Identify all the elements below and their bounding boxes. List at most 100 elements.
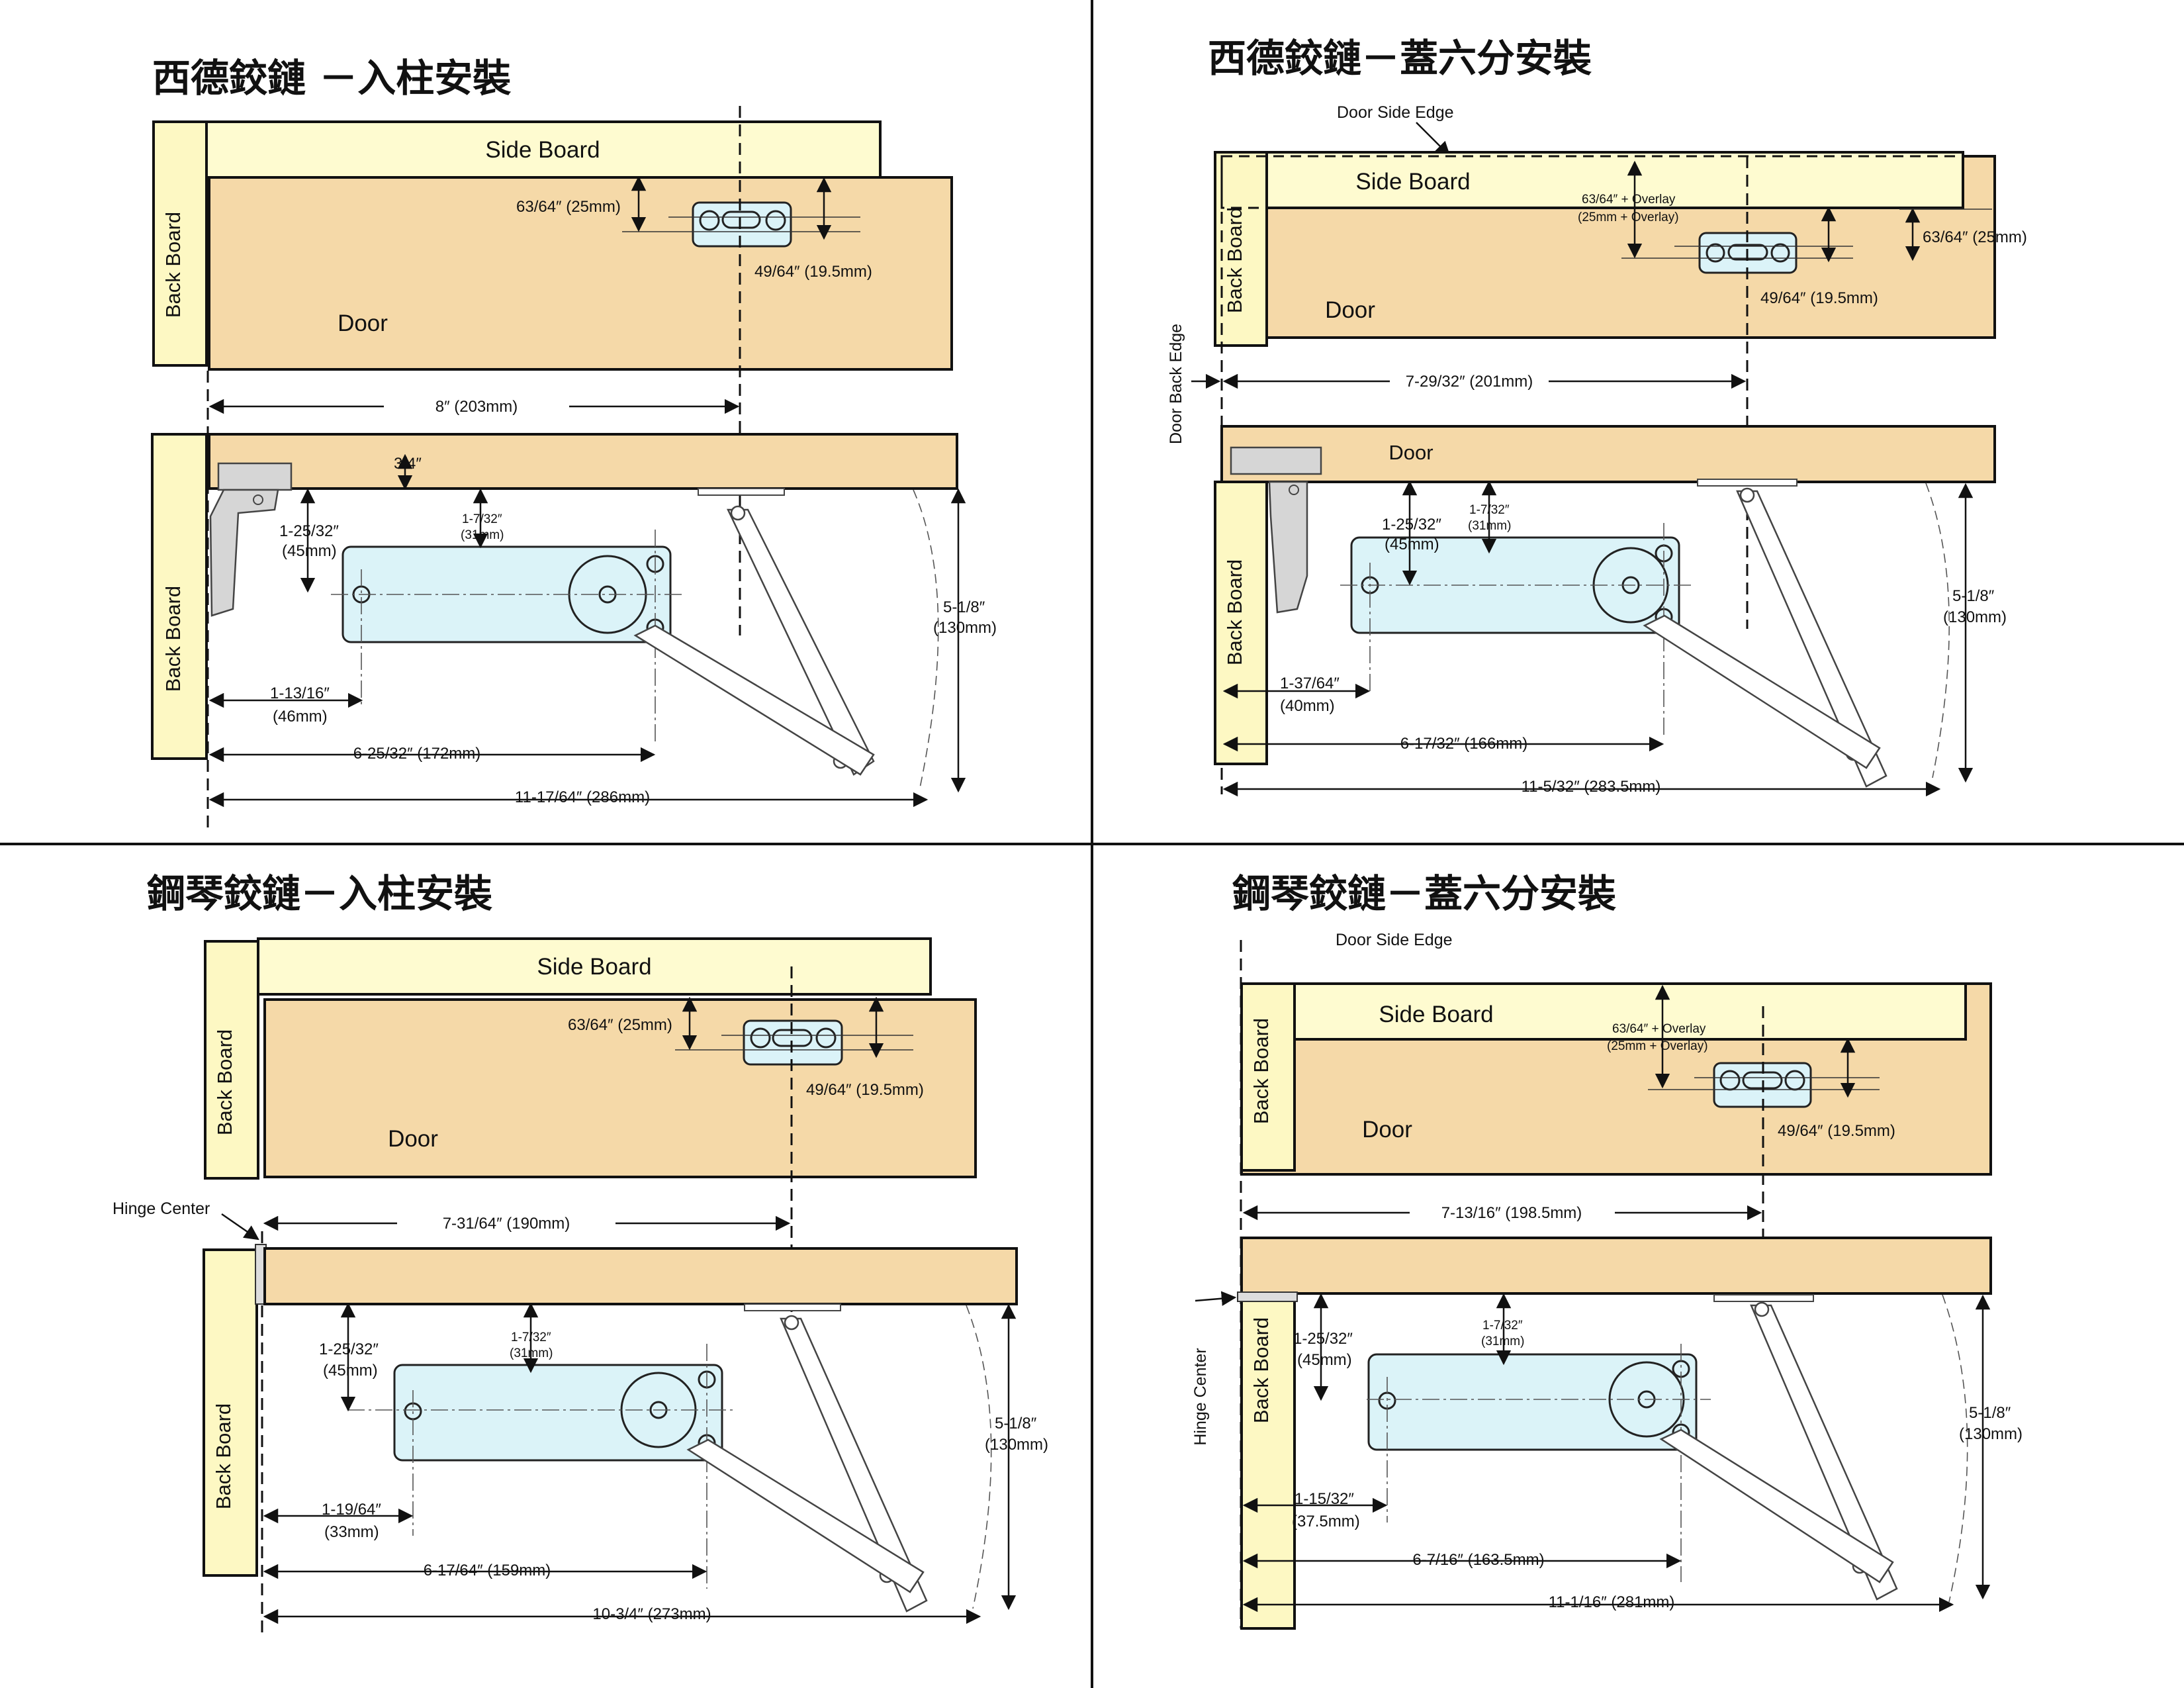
dim-45mm-a: 1-25/32″ bbox=[1293, 1330, 1353, 1348]
back-board-label: Back Board bbox=[213, 1029, 236, 1135]
back-board-side-label: Back Board bbox=[161, 586, 185, 692]
hinge-center-label: Hinge Center bbox=[113, 1199, 210, 1218]
side-board-label: Side Board bbox=[1379, 1002, 1493, 1027]
dim-31mm-a: 1-7/32″ bbox=[462, 512, 502, 526]
door bbox=[263, 998, 977, 1178]
dim-25mm: 63/64″ (25mm) bbox=[1923, 228, 2027, 246]
dim-31mm-a: 1-7/32″ bbox=[511, 1331, 551, 1344]
dim-130mm-b: (130mm) bbox=[1959, 1425, 2023, 1443]
lid-stay-arm bbox=[1643, 479, 1888, 788]
dim-mid: 6-25/32″ (172mm) bbox=[353, 745, 481, 763]
lid-stay-arm bbox=[1659, 1294, 1898, 1601]
dim-overlay-b: (25mm + Overlay) bbox=[1607, 1039, 1708, 1053]
back-board bbox=[1240, 982, 1296, 1172]
dim-130mm-a: 5-1/8″ bbox=[943, 598, 985, 616]
dim-45mm-a: 1-25/32″ bbox=[279, 522, 339, 540]
dim-mid: 6-17/64″ (159mm) bbox=[424, 1562, 551, 1579]
dim-31mm-b: (31mm) bbox=[1481, 1335, 1524, 1348]
lid-stay-plate bbox=[393, 1364, 723, 1462]
back-board-side bbox=[1240, 1296, 1296, 1630]
dim-25mm: 63/64″ (25mm) bbox=[516, 198, 621, 216]
dim-31mm-a: 1-7/32″ bbox=[1482, 1319, 1523, 1333]
panel-title: 鋼琴鉸鏈－蓋六分安裝 bbox=[1232, 871, 1617, 916]
dim-overlay-a: 63/64″ + Overlay bbox=[1612, 1022, 1706, 1036]
back-board-side bbox=[203, 1248, 258, 1577]
dim-overlay-a: 63/64″ + Overlay bbox=[1582, 193, 1676, 207]
panel-title: 西德鉸鏈 －入柱安裝 bbox=[152, 56, 512, 101]
dim-45mm-b: (45mm) bbox=[1385, 536, 1439, 553]
dim-31mm-a: 1-7/32″ bbox=[1469, 503, 1510, 517]
door-side-edge-label: Door Side Edge bbox=[1336, 931, 1453, 949]
door-side-label: Door bbox=[1388, 441, 1433, 464]
dim-45mm-a: 1-25/32″ bbox=[319, 1340, 379, 1358]
back-board-side bbox=[151, 433, 208, 760]
dim-130mm-b: (130mm) bbox=[985, 1436, 1048, 1454]
dim-45mm-b: (45mm) bbox=[323, 1362, 378, 1380]
door-label: Door bbox=[1325, 297, 1375, 323]
back-board-side bbox=[1214, 481, 1268, 765]
door-label: Door bbox=[1362, 1117, 1412, 1143]
back-board-side-label: Back Board bbox=[212, 1403, 235, 1509]
panel-title: 西德鉸鏈－蓋六分安裝 bbox=[1208, 36, 1592, 81]
dim-offset-a: 1-15/32″ bbox=[1295, 1490, 1354, 1508]
hinge-cup bbox=[743, 1019, 843, 1066]
side-board-label: Side Board bbox=[1355, 169, 1470, 195]
dim-width: 7-13/16″ (198.5mm) bbox=[1441, 1204, 1582, 1222]
dim-total: 11-5/32″ (283.5mm) bbox=[1522, 778, 1661, 796]
dim-31mm-b: (31mm) bbox=[510, 1346, 553, 1360]
dim-offset-a: 1-37/64″ bbox=[1280, 675, 1340, 692]
back-board bbox=[1214, 151, 1268, 347]
dim-offset-b: (40mm) bbox=[1280, 697, 1335, 715]
dim-19-5mm: 49/64″ (19.5mm) bbox=[1778, 1122, 1895, 1140]
dim-31mm-b: (31mm) bbox=[1468, 519, 1511, 533]
dim-130mm-a: 5-1/8″ bbox=[1969, 1404, 2011, 1422]
side-board-label: Side Board bbox=[485, 137, 600, 163]
dim-width: 7-31/64″ (190mm) bbox=[443, 1215, 570, 1233]
panel-bottom-left: 鋼琴鉸鏈－入柱安裝 Back Board Side Board Door 63/… bbox=[113, 871, 1048, 1635]
lid-stay-plate bbox=[1367, 1353, 1698, 1451]
dim-total: 11-17/64″ (286mm) bbox=[515, 788, 650, 806]
panel-top-left: 西德鉸鏈 －入柱安裝 Back Board Side Board Door 63… bbox=[151, 56, 997, 827]
dim-45mm-b: (45mm) bbox=[282, 542, 337, 560]
door-label: Door bbox=[338, 310, 388, 336]
side-board-label: Side Board bbox=[537, 954, 651, 980]
side-board bbox=[1265, 151, 1964, 209]
dim-19-5mm: 49/64″ (19.5mm) bbox=[1760, 289, 1878, 307]
side-board bbox=[1293, 982, 1967, 1041]
back-board bbox=[204, 940, 259, 1180]
dim-width: 7-29/32″ (201mm) bbox=[1406, 373, 1533, 391]
dim-45mm-b: (45mm) bbox=[1297, 1351, 1352, 1369]
back-board-side-label: Back Board bbox=[1223, 559, 1246, 665]
panel-title: 鋼琴鉸鏈－入柱安裝 bbox=[147, 871, 493, 916]
dim-mid: 6-7/16″ (163.5mm) bbox=[1412, 1551, 1544, 1569]
dim-19-5mm: 49/64″ (19.5mm) bbox=[806, 1081, 924, 1099]
door-label: Door bbox=[388, 1126, 438, 1152]
door-side-edge-label: Door Side Edge bbox=[1337, 103, 1454, 122]
side-board bbox=[257, 937, 932, 996]
dim-total: 10-3/4″ (273mm) bbox=[592, 1605, 711, 1623]
dim-25mm: 63/64″ (25mm) bbox=[568, 1016, 672, 1034]
door-side bbox=[1220, 425, 1996, 483]
dim-130mm-a: 5-1/8″ bbox=[995, 1415, 1037, 1432]
dim-130mm-a: 5-1/8″ bbox=[1952, 587, 1995, 605]
panel-bottom-right: 鋼琴鉸鏈－蓋六分安裝 Door Side Edge Back Board Sid… bbox=[1191, 871, 2023, 1630]
lid-stay-arm bbox=[686, 1303, 928, 1613]
back-board-label: Back Board bbox=[1250, 1018, 1273, 1124]
dim-offset-b: (46mm) bbox=[273, 708, 328, 726]
panel-top-right: 西德鉸鏈－蓋六分安裝 Door Side Edge Back Board Sid… bbox=[1167, 36, 2027, 797]
dim-offset-b: (33mm) bbox=[324, 1523, 379, 1541]
dim-31mm-b: (31mm) bbox=[461, 528, 504, 542]
dim-thickness: 3/4″ bbox=[394, 455, 422, 473]
dim-19-5mm: 49/64″ (19.5mm) bbox=[754, 263, 872, 281]
dim-total: 11-1/16″ (281mm) bbox=[1549, 1593, 1675, 1611]
hinge-center-label: Hinge Center bbox=[1191, 1348, 1210, 1445]
side-board bbox=[205, 120, 882, 179]
dim-offset-a: 1-13/16″ bbox=[270, 684, 330, 702]
hinge-mechanism bbox=[1230, 446, 1322, 614]
dim-width: 8″ (203mm) bbox=[435, 398, 518, 416]
door-side bbox=[263, 1247, 1018, 1305]
back-board-label: Back Board bbox=[161, 212, 185, 318]
back-board bbox=[152, 120, 208, 367]
hinge-mechanism bbox=[209, 462, 293, 617]
